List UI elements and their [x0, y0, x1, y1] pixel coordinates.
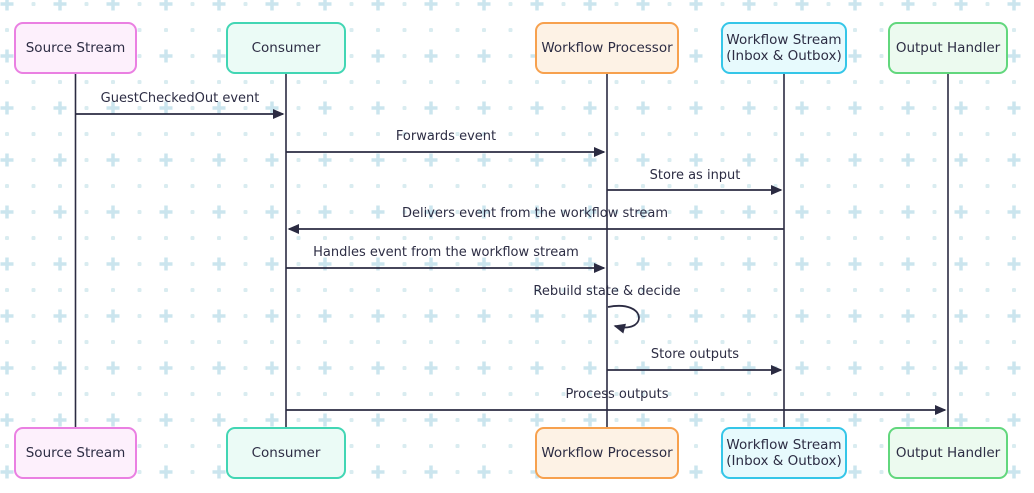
actor-label: Output Handler: [895, 40, 1001, 56]
actor-box-workflow-processor-top: Workflow Processor: [535, 22, 679, 74]
actor-box-output-handler-top: Output Handler: [888, 22, 1008, 74]
actor-box-workflow-stream-bottom: Workflow Stream (Inbox & Outbox): [721, 427, 847, 479]
actor-box-workflow-processor-bottom: Workflow Processor: [535, 427, 679, 479]
message-label-handles-event: Handles event from the workflow stream: [313, 245, 579, 260]
actor-label: Source Stream: [25, 40, 126, 56]
message-label-forwards-event: Forwards event: [395, 129, 497, 144]
actor-label: Source Stream: [25, 445, 126, 461]
actor-label: Consumer: [251, 40, 321, 56]
message-label-process-outputs: Process outputs: [565, 387, 669, 402]
actor-box-workflow-stream-top: Workflow Stream (Inbox & Outbox): [721, 22, 847, 74]
message-label-store-outputs: Store outputs: [650, 347, 740, 362]
actor-label-line2: (Inbox & Outbox): [726, 48, 842, 64]
actor-box-consumer-top: Consumer: [226, 22, 346, 74]
actor-label: Workflow Processor: [541, 445, 673, 461]
actor-box-consumer-bottom: Consumer: [226, 427, 346, 479]
actor-label-line1: Workflow Stream: [726, 437, 842, 453]
actor-label-line2: (Inbox & Outbox): [726, 453, 842, 469]
actor-label: Output Handler: [895, 445, 1001, 461]
actor-label-line1: Workflow Stream: [726, 32, 842, 48]
message-label-guestcheckedout-event: GuestCheckedOut event: [100, 91, 260, 106]
actor-box-source-stream-bottom: Source Stream: [14, 427, 137, 479]
message-label-store-as-input: Store as input: [649, 168, 741, 183]
actor-box-source-stream-top: Source Stream: [14, 22, 137, 74]
actor-label: Consumer: [251, 445, 321, 461]
message-label-delivers-event: Delivers event from the workflow stream: [401, 206, 669, 221]
actor-box-output-handler-bottom: Output Handler: [888, 427, 1008, 479]
arrow-rebuild-state-self-loop: [607, 304, 640, 334]
actor-label: Workflow Processor: [541, 40, 673, 56]
message-label-rebuild-state: Rebuild state & decide: [533, 284, 681, 299]
